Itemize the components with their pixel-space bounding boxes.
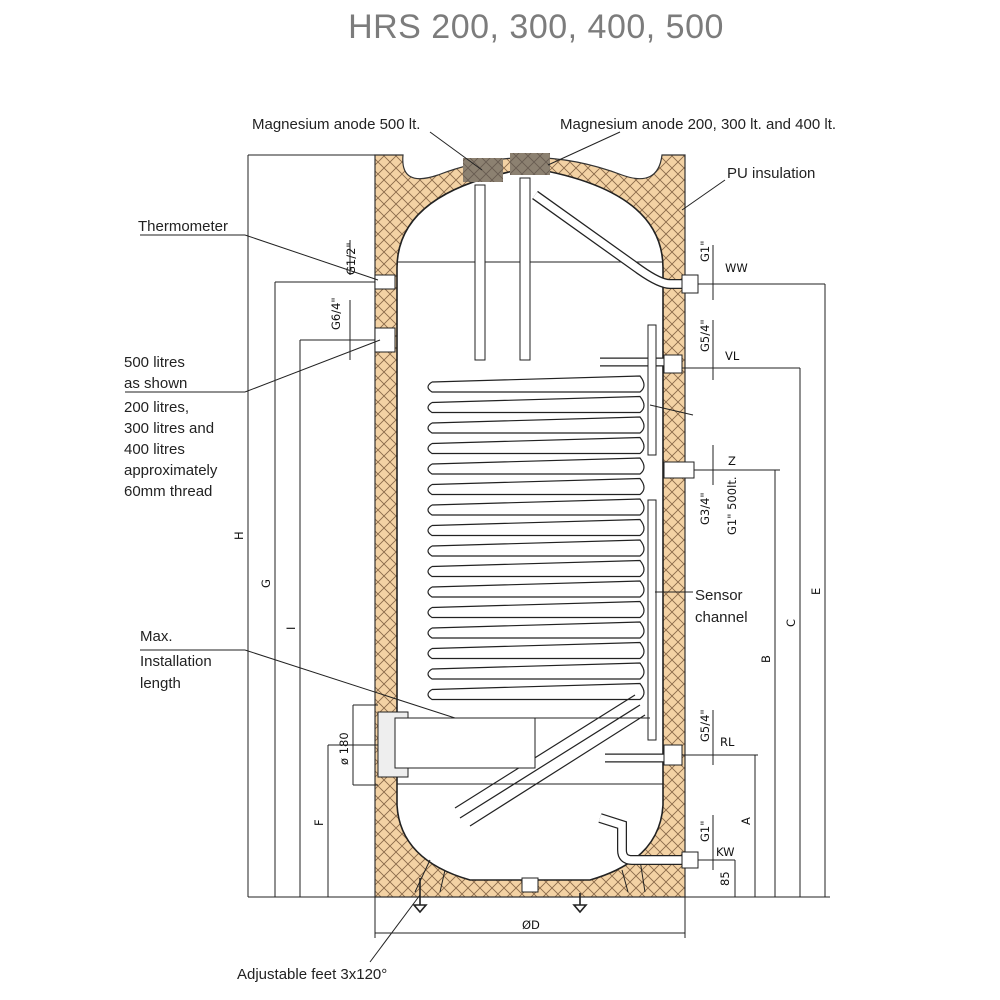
port-rl bbox=[663, 744, 683, 766]
conn-kw: KW bbox=[716, 845, 735, 859]
port-kw bbox=[681, 851, 699, 869]
dim-c: C bbox=[784, 619, 798, 627]
dim-diameter: ØD bbox=[522, 918, 540, 932]
dim-foot: 85 bbox=[718, 871, 732, 886]
coil-turn bbox=[427, 621, 645, 639]
heat-exchanger-coil bbox=[427, 375, 645, 701]
dim-e: E bbox=[809, 588, 823, 595]
label-max-installation: Max. Installation length bbox=[140, 628, 212, 692]
max-install-line: Installation bbox=[140, 653, 212, 670]
tank-supports bbox=[414, 859, 646, 893]
coil-turn bbox=[427, 498, 645, 516]
electric-heater bbox=[394, 717, 536, 769]
dim-g: G bbox=[259, 579, 273, 588]
dim-lines-left bbox=[247, 154, 378, 898]
foot-right bbox=[572, 893, 588, 914]
coil-turn bbox=[427, 477, 645, 496]
coil-turn bbox=[427, 641, 645, 660]
label-note: 500 litres as shown 200 litres, 300 litr… bbox=[124, 354, 218, 500]
label-anode-small: Magnesium anode 200, 300 lt. and 400 lt. bbox=[560, 116, 836, 133]
thread-thermometer: G1/2" bbox=[344, 242, 358, 275]
note-line: 300 litres and bbox=[124, 420, 214, 437]
note-line: 500 litres bbox=[124, 354, 185, 371]
coil-turn bbox=[427, 600, 645, 619]
coil-turn bbox=[427, 518, 645, 537]
coil-turn bbox=[427, 375, 645, 393]
max-install-line: length bbox=[140, 675, 181, 692]
coil-turn bbox=[427, 457, 645, 475]
thread-z-b: G1" 500lt. bbox=[725, 477, 739, 535]
sensor-channel-upper bbox=[647, 324, 657, 456]
conn-ww: WW bbox=[725, 261, 748, 275]
sensor-channel-lower bbox=[647, 499, 657, 741]
page-title: HRS 200, 300, 400, 500 bbox=[348, 8, 724, 46]
label-adjustable-feet: Adjustable feet 3x120° bbox=[237, 966, 387, 983]
note-line: 200 litres, bbox=[124, 399, 189, 416]
anode-small bbox=[519, 177, 531, 361]
drain-port bbox=[521, 877, 539, 893]
port-ww bbox=[681, 274, 699, 294]
dim-i: I bbox=[284, 627, 298, 630]
label-thermometer: Thermometer bbox=[138, 218, 228, 235]
port-z bbox=[663, 461, 695, 479]
dim-b: B bbox=[759, 655, 773, 663]
label-anode-500: Magnesium anode 500 lt. bbox=[252, 116, 420, 133]
dim-flange-dia: ø 180 bbox=[337, 732, 351, 765]
note-line: as shown bbox=[124, 375, 187, 392]
coil-turn bbox=[427, 539, 645, 557]
dim-lines-right bbox=[682, 245, 830, 898]
note-line: 60mm thread bbox=[124, 483, 212, 500]
thread-vl: G5/4" bbox=[698, 319, 712, 352]
dim-a: A bbox=[739, 817, 753, 825]
thread-rl: G5/4" bbox=[698, 709, 712, 742]
coil-turn bbox=[427, 436, 645, 455]
coil-turn bbox=[427, 416, 645, 434]
coil-turn bbox=[427, 682, 645, 701]
thread-flange: G6/4" bbox=[329, 297, 343, 330]
coil-turn bbox=[427, 662, 645, 680]
coil-turn bbox=[427, 395, 645, 414]
port-flange bbox=[374, 327, 396, 353]
coil-turn bbox=[427, 559, 645, 578]
thread-kw: G1" bbox=[698, 820, 712, 842]
dim-h: H bbox=[232, 531, 246, 540]
coil-turn bbox=[427, 580, 645, 598]
leader-lines bbox=[125, 131, 726, 963]
foot-left bbox=[412, 878, 428, 914]
port-thermometer bbox=[374, 274, 396, 290]
label-pu-insulation: PU insulation bbox=[727, 165, 815, 182]
max-install-line: Max. bbox=[140, 628, 173, 645]
anode-500 bbox=[474, 184, 486, 361]
sensor-line: channel bbox=[695, 609, 748, 626]
conn-vl: VL bbox=[725, 349, 740, 363]
thread-z-a: G3/4" bbox=[698, 492, 712, 525]
port-vl bbox=[663, 354, 683, 374]
sensor-line: Sensor bbox=[695, 587, 743, 604]
lower-coil-return bbox=[454, 694, 646, 827]
label-sensor-channel: Sensor channel bbox=[695, 587, 748, 626]
conn-rl: RL bbox=[720, 735, 735, 749]
note-line: approximately bbox=[124, 462, 218, 479]
note-line: 400 litres bbox=[124, 441, 185, 458]
dim-f: F bbox=[312, 819, 326, 826]
thread-ww: G1" bbox=[698, 240, 712, 262]
conn-z: Z bbox=[728, 454, 736, 468]
